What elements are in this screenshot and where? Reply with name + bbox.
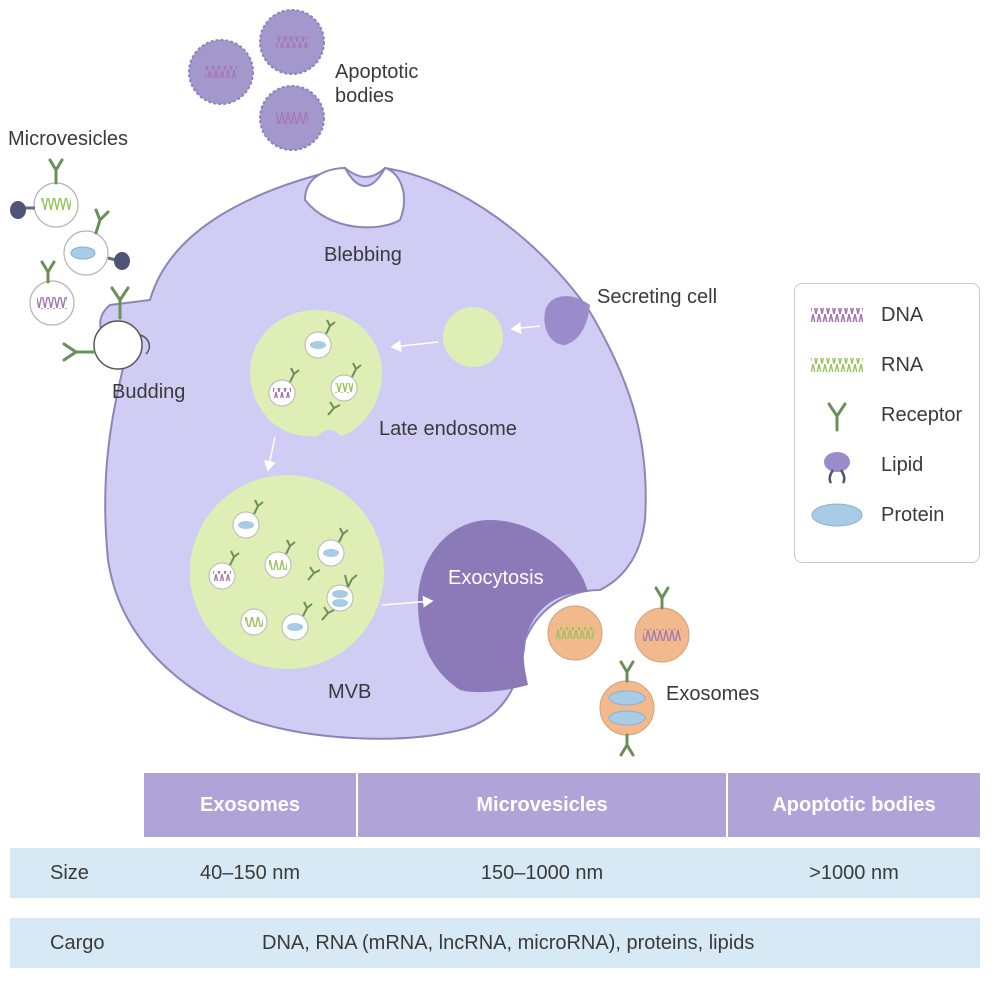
- header-apoptotic-bodies: Apoptotic bodies: [772, 794, 936, 816]
- legend-label: Protein: [881, 504, 945, 526]
- apoptotic-bodies: [188, 9, 325, 151]
- lipid-icon: [824, 452, 850, 484]
- label-late-endosome: Late endosome: [379, 418, 517, 440]
- label-budding: Budding: [112, 381, 185, 403]
- label-secreting-cell: Secreting cell: [597, 286, 717, 308]
- receptor-icon: [827, 402, 847, 432]
- size-exosomes: 40–150 nm: [199, 862, 301, 884]
- dna-icon: [811, 308, 863, 322]
- pathway-arrows: [263, 322, 541, 608]
- legend-label: RNA: [881, 354, 924, 376]
- table-row-cargo: Cargo DNA, RNA (mRNA, lncRNA, microRNA),…: [10, 918, 980, 968]
- legend: DNA RNA Receptor Lipid Protein: [794, 283, 980, 563]
- legend-item-rna: RNA: [795, 346, 981, 386]
- early-endosome: [443, 307, 503, 367]
- secreting-cell-bud: [544, 296, 590, 345]
- label-exocytosis: Exocytosis: [448, 567, 544, 589]
- comparison-table-header: Exosomes Microvesicles Apoptotic bodies: [144, 773, 980, 837]
- protein-icon: [811, 503, 863, 527]
- late-endosome-cargo: [268, 319, 362, 416]
- microvesicles: [10, 158, 130, 326]
- budding-receptor-right: [110, 286, 130, 320]
- row-label-size: Size: [50, 862, 89, 884]
- label-blebbing: Blebbing: [324, 244, 402, 266]
- label-exosomes: Exosomes: [666, 683, 759, 705]
- legend-item-lipid: Lipid: [795, 446, 981, 486]
- row-label-cargo: Cargo: [50, 932, 105, 954]
- label-mvb: MVB: [328, 681, 371, 703]
- late-endosome: [250, 310, 382, 437]
- legend-label: DNA: [881, 304, 924, 326]
- cargo-value: DNA, RNA (mRNA, lncRNA, microRNA), prote…: [262, 932, 755, 954]
- budding-vesicle: [93, 320, 143, 370]
- header-microvesicles: Microvesicles: [476, 794, 608, 816]
- legend-item-dna: DNA: [795, 296, 981, 336]
- exosomes: [547, 586, 690, 757]
- exocytosis-vesicle: [418, 520, 588, 693]
- blebbing-notch: [303, 166, 405, 229]
- size-apoptotic-bodies: >1000 nm: [809, 862, 899, 884]
- table-row-size: Size 40–150 nm 150–1000 nm >1000 nm: [10, 848, 980, 898]
- label-apoptotic-line2: bodies: [335, 85, 394, 107]
- header-divider: [726, 773, 728, 837]
- legend-label: Lipid: [881, 454, 924, 476]
- legend-label: Receptor: [881, 404, 963, 426]
- header-exosomes: Exosomes: [199, 794, 301, 816]
- size-microvesicles: 150–1000 nm: [480, 862, 604, 884]
- label-apoptotic-line1: Apoptotic: [335, 61, 418, 83]
- legend-item-protein: Protein: [795, 496, 981, 536]
- legend-item-receptor: Receptor: [795, 396, 981, 436]
- mvb-cargo: [208, 499, 358, 641]
- rna-icon: [811, 358, 863, 372]
- header-divider: [356, 773, 358, 837]
- budding-receptor-left: [62, 342, 96, 362]
- label-microvesicles: Microvesicles: [8, 128, 128, 150]
